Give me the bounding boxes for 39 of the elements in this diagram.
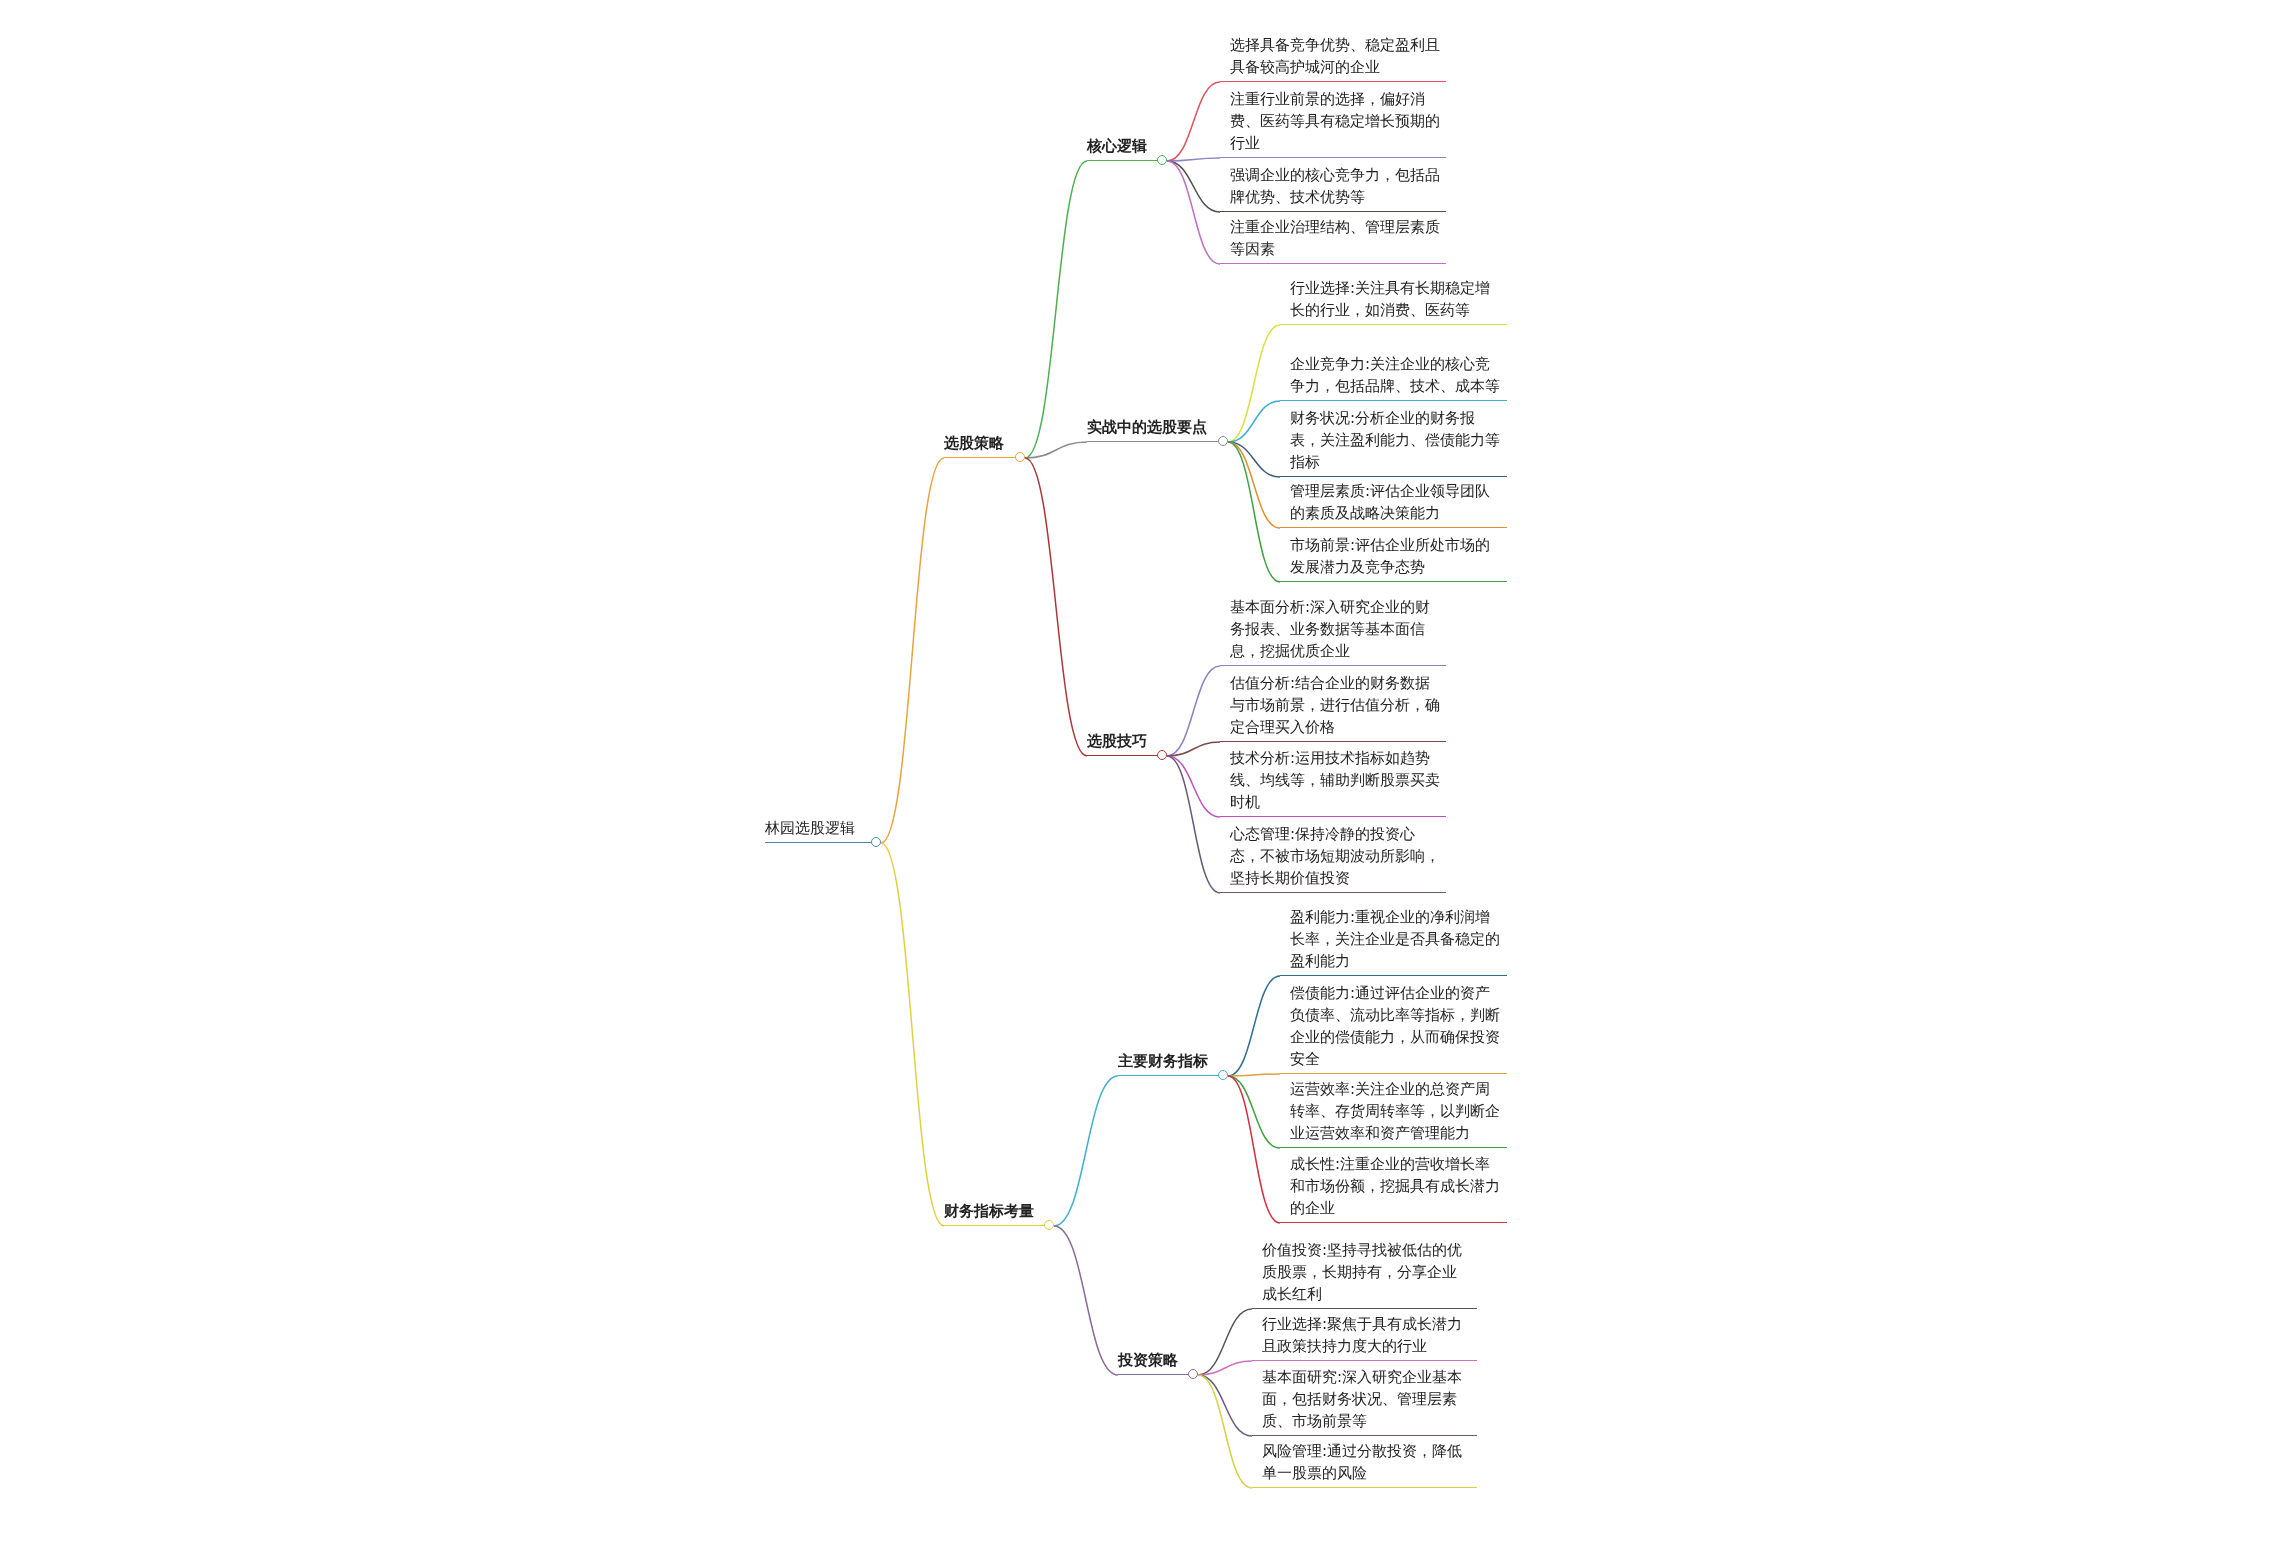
leaf-topic: 注重企业治理结构、管理层素质等因素 [1220, 216, 1446, 264]
branch-line [1166, 741, 1221, 757]
leaf-topic: 运营效率:关注企业的总资产周转率、存货周转率等，以判断企业运营效率和资产管理能力 [1280, 1078, 1507, 1148]
branch-line [1227, 441, 1281, 478]
leaf-topic: 强调企业的核心竞争力，包括品牌优势、技术优势等 [1220, 164, 1446, 212]
branch-line [1197, 1360, 1253, 1376]
leaf-topic: 成长性:注重企业的营收增长率和市场份额，挖掘具有成长潜力的企业 [1280, 1153, 1507, 1223]
leaf-topic: 偿债能力:通过评估企业的资产负债率、流动比率等指标，判断企业的偿债能力，从而确保投资安全 [1280, 982, 1507, 1074]
leaf-topic: 价值投资:坚持寻找被低估的优质股票，长期持有，分享企业成长红利 [1252, 1239, 1477, 1309]
leaf-topic: 估值分析:结合企业的财务数据与市场前景，进行估值分析，确定合理买入价格 [1220, 672, 1446, 742]
branch-line [1024, 441, 1088, 459]
leaf-topic: 选择具备竞争优势、稳定盈利且具备较高护城河的企业 [1220, 34, 1446, 82]
branch-line [1166, 160, 1221, 265]
branch-line [880, 457, 945, 844]
leaf-topic: 心态管理:保持冷静的投资心态，不被市场短期波动所影响，坚持长期价值投资 [1220, 823, 1446, 893]
leaf-topic: 行业选择:聚焦于具有成长潜力且政策扶持力度大的行业 [1252, 1313, 1477, 1361]
leaf-topic: 企业竞争力:关注企业的核心竞争力，包括品牌、技术、成本等 [1280, 353, 1507, 401]
branch-line [1227, 1073, 1281, 1077]
branch-line [1024, 457, 1088, 757]
branch-line [1166, 157, 1221, 162]
branch-line [1166, 755, 1221, 818]
leaf-topic: 基本面研究:深入研究企业基本面，包括财务状况、管理层素质、市场前景等 [1252, 1366, 1477, 1436]
branch-line [1197, 1374, 1253, 1489]
branch-line [880, 842, 945, 1227]
leaf-topic: 行业选择:关注具有长期稳定增长的行业，如消费、医药等 [1280, 277, 1507, 325]
branch-line [1227, 1075, 1281, 1224]
leaf-topic: 财务状况:分析企业的财务报表，关注盈利能力、偿债能力等指标 [1280, 407, 1507, 477]
leaf-topic: 基本面分析:深入研究企业的财务报表、业务数据等基本面信息，挖掘优质企业 [1220, 596, 1446, 666]
leaf-topic: 管理层素质:评估企业领导团队的素质及战略决策能力 [1280, 480, 1507, 528]
branch-line [1053, 1225, 1119, 1376]
branch-line [1227, 441, 1281, 583]
leaf-topic: 技术分析:运用技术指标如趋势线、均线等，辅助判断股票买卖时机 [1220, 747, 1446, 817]
branch-line [1024, 160, 1088, 459]
leaf-topic: 市场前景:评估企业所处市场的发展潜力及竞争态势 [1280, 534, 1507, 582]
leaf-topic: 注重行业前景的选择，偏好消费、医药等具有稳定增长预期的行业 [1220, 88, 1446, 158]
branch-line [1166, 755, 1221, 894]
leaf-topic: 风险管理:通过分散投资，降低单一股票的风险 [1252, 1440, 1477, 1488]
branch-line [1053, 1075, 1119, 1227]
leaf-topic: 盈利能力:重视企业的净利润增长率，关注企业是否具备稳定的盈利能力 [1280, 906, 1507, 976]
